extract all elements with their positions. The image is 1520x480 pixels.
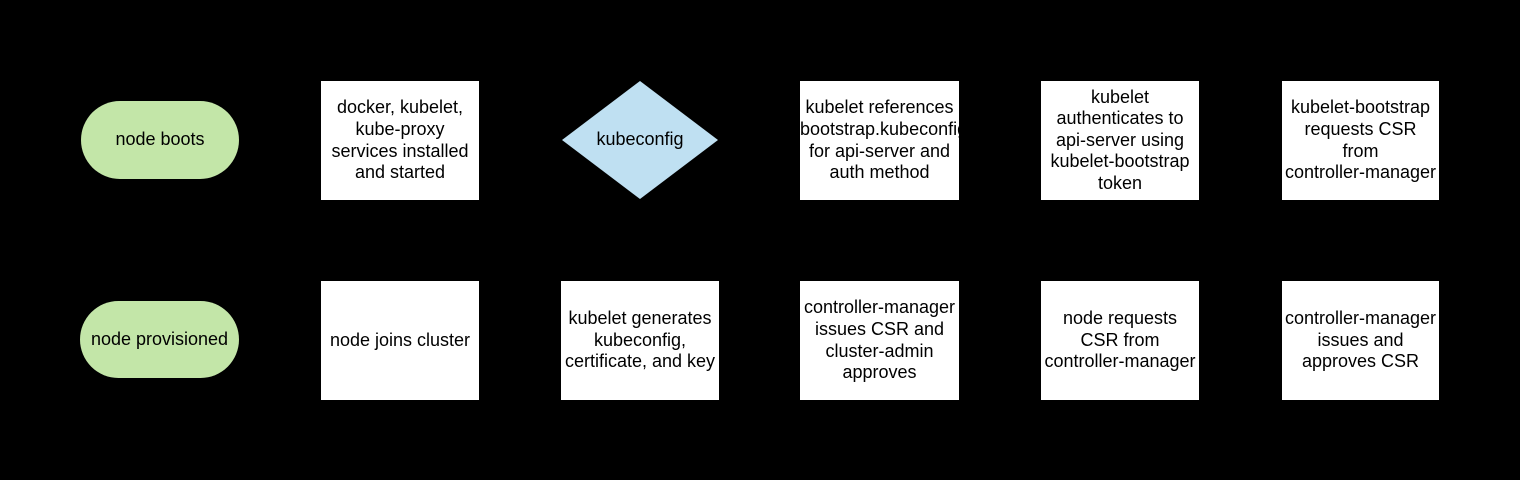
decision-kubeconfig: kubeconfig	[562, 81, 718, 199]
process-cm-issues-and-approves-csr: controller-manager issues and approves C…	[1282, 281, 1439, 400]
process-cm-issues-csr-admin-approves: controller-manager issues CSR and cluste…	[800, 281, 959, 400]
node-label: controller-manager issues and approves C…	[1284, 308, 1437, 372]
process-kubelet-generates-kubeconfig: kubelet generates kubeconfig, certificat…	[561, 281, 719, 400]
process-kubelet-references-bootstrap: kubelet references bootstrap.kubeconfig …	[800, 81, 968, 200]
node-label: kubeconfig	[596, 129, 684, 150]
terminal-node-provisioned: node provisioned	[80, 301, 239, 378]
node-label: kubelet references bootstrap.kubeconfig …	[800, 97, 968, 183]
node-label: kubelet authenticates to api-server usin…	[1050, 86, 1190, 193]
node-label: node boots	[115, 129, 205, 150]
node-label: docker, kubelet, kube-proxy services ins…	[331, 97, 469, 183]
process-services-installed: docker, kubelet, kube-proxy services ins…	[321, 81, 479, 200]
node-label: controller-manager issues CSR and cluste…	[803, 297, 956, 383]
node-label: kubelet-bootstrap requests CSR from cont…	[1284, 97, 1437, 183]
process-node-requests-csr: node requests CSR from controller-manage…	[1041, 281, 1199, 400]
process-kubelet-bootstrap-requests-csr: kubelet-bootstrap requests CSR from cont…	[1282, 81, 1439, 200]
node-label: node requests CSR from controller-manage…	[1044, 308, 1196, 372]
node-label: kubelet generates kubeconfig, certificat…	[564, 308, 716, 372]
process-node-joins-cluster: node joins cluster	[321, 281, 479, 400]
node-label: node provisioned	[90, 328, 229, 349]
node-label: node joins cluster	[329, 329, 471, 350]
terminal-node-boots: node boots	[81, 101, 239, 179]
process-kubelet-authenticates: kubelet authenticates to api-server usin…	[1041, 81, 1199, 200]
